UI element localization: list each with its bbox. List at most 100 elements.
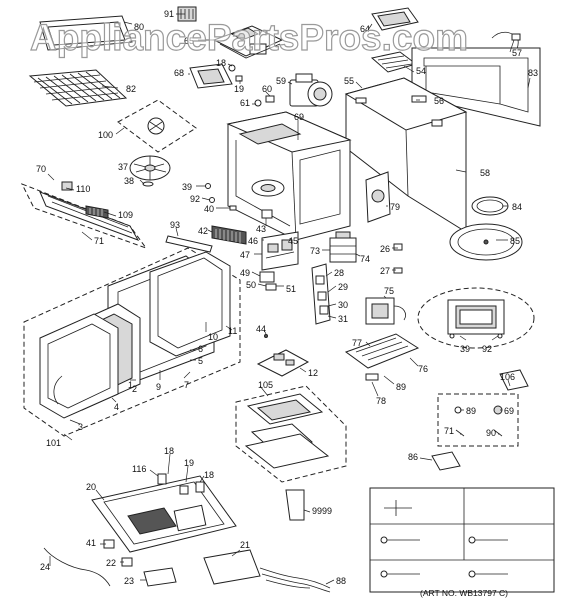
callout-27: 27 [380,266,390,276]
callout-23: 23 [124,576,134,586]
callout-12: 12 [308,368,318,378]
callout-30: 30 [338,300,348,310]
callout-88: 88 [336,576,346,586]
part-69-cavity [226,111,352,241]
callout-68: 68 [174,68,184,78]
callout-6: 6 [198,344,203,354]
callout-39: 39 [182,182,192,192]
callout-20: 20 [86,482,96,492]
part-75-transformer [365,297,406,325]
callout-1: 1 [128,380,133,390]
part-83-mounting-plate [411,47,541,127]
callout-18: 18 [216,58,226,68]
callout-71: 71 [94,236,104,246]
callout-65: 65 [184,36,194,46]
callout-76: 76 [418,364,428,374]
callout-69: 69 [294,112,304,122]
callout-91: 91 [164,9,174,19]
callout-43: 43 [256,224,266,234]
part-41-22-21-23-bulbs-lenses [103,539,261,587]
callout-78: 78 [376,396,386,406]
part-68-plate [189,63,233,89]
part-9999-label [285,489,305,521]
part-64-vent-cover [371,7,419,31]
callout-51: 51 [286,284,296,294]
callout-92-inset: 92 [482,344,492,354]
callout-47: 47 [240,250,250,260]
part-37-stirrer-fan [129,155,171,181]
watermark-text: AppliancePartsPros.com [30,17,468,58]
callout-7: 7 [184,380,189,390]
callout-75: 75 [384,286,394,296]
callout-39-inset: 39 [460,344,470,354]
callout-55: 55 [344,76,354,86]
callout-61: 61 [240,98,250,108]
callout-49: 49 [240,268,250,278]
callout-19: 19 [234,84,244,94]
callout-105: 105 [258,380,273,390]
callout-42: 42 [198,226,208,236]
group-hardware-89-69-71-90 [437,393,519,447]
callout-82: 82 [126,84,136,94]
callout-38: 38 [124,176,134,186]
callout-79: 79 [390,202,400,212]
part-38-washer [142,181,154,187]
callout-29: 29 [338,282,348,292]
callout-57: 57 [512,48,522,58]
callout-58: 58 [480,168,490,178]
part-24-wire-harness [43,547,111,587]
callout-26: 26 [380,244,390,254]
part-85-turntable [449,223,523,261]
part-82-rack [28,69,128,107]
callout-4: 4 [114,402,119,412]
callout-60: 60 [262,84,272,94]
callout-85: 85 [510,236,520,246]
part-73-magnetron [329,231,357,263]
callout-116: 116 [132,464,146,474]
part-79-bracket [365,171,391,223]
callout-110: 110 [76,184,90,194]
callout-44: 44 [256,324,266,334]
callout-11: 11 [228,326,237,336]
part-76-base-plate [344,333,420,381]
callout-84: 84 [512,202,522,212]
callout-24: 24 [40,562,50,572]
part-42-keypad-board [211,225,247,245]
part-58-outer-case [344,77,468,233]
callout-100: 100 [98,130,113,140]
art-number-label: (ART NO. WB13797 C) [420,588,508,598]
callout-71-kit: 71 [444,426,454,436]
part-86-hardware-kit [369,451,555,593]
part-46-45-control-board [261,231,299,271]
part-80-frame [39,15,133,51]
callout-92: 92 [190,194,200,204]
part-20-bottom-vent-assembly [91,475,237,553]
callout-109: 109 [118,210,133,220]
group-105-charcoal-filter [235,385,347,483]
callout-59: 59 [276,76,286,86]
inset-detail-39-92 [417,287,535,349]
callout-9999: 9999 [312,506,332,516]
callout-90: 90 [486,428,496,438]
part-18-19-116-lamp-sockets [157,473,205,495]
callout-101: 101 [46,438,61,448]
callout-50: 50 [246,280,256,290]
callout-5: 5 [198,356,203,366]
part-44-clip [264,334,268,338]
callout-93: 93 [170,220,180,230]
part-100-stirrer [117,99,197,153]
part-65-vent-assembly [212,25,284,59]
callout-19-lower: 19 [184,458,194,468]
callout-18-lower-a: 18 [164,446,174,456]
callout-10: 10 [208,332,218,342]
callout-21: 21 [240,540,250,550]
part-93-strip [165,235,213,253]
part-12-power-board [256,349,310,377]
callout-2: 2 [132,384,137,394]
part-59-blower-motor [289,73,333,107]
callout-86: 86 [408,452,418,462]
part-43-sensor [261,209,273,219]
callout-45: 45 [288,236,298,246]
